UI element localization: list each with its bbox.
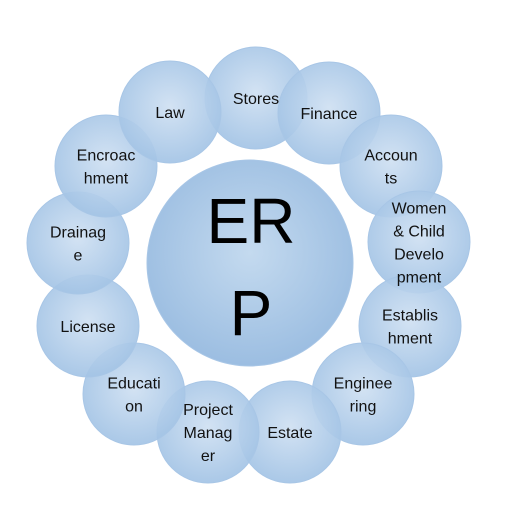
erp-center-circle: [146, 159, 354, 367]
module-label-drainage-line1: Drainag: [50, 225, 106, 242]
module-label-license-line1: License: [60, 319, 115, 336]
module-label-projectmanager-line3: er: [201, 448, 216, 465]
module-label-education-line1: Educati: [107, 376, 160, 393]
module-label-establishment-line1: Establis: [382, 308, 438, 325]
module-label-women-childdevelopment-line1: Women: [392, 201, 447, 218]
module-label-estate-line1: Estate: [267, 425, 312, 442]
module-label-women-childdevelopment-line2: & Child: [393, 224, 445, 241]
module-label-stores-line1: Stores: [233, 91, 279, 108]
module-label-women-childdevelopment-line4: pment: [397, 270, 442, 287]
module-label-encroachment-line1: Encroac: [77, 148, 136, 165]
module-label-women-childdevelopment-line3: Develo: [394, 247, 444, 264]
module-label-drainage-line2: e: [74, 248, 83, 265]
module-label-finance-line1: Finance: [301, 106, 358, 123]
module-label-encroachment-line2: hment: [84, 171, 129, 188]
module-label-education-line2: on: [125, 399, 143, 416]
module-circle-law: [118, 60, 222, 164]
module-label-accounts-line2: ts: [385, 171, 397, 188]
module-label-engineering-line1: Enginee: [334, 376, 393, 393]
erp-center-node: ER P: [146, 159, 354, 367]
erp-center-label-line1: ER: [207, 185, 296, 257]
erp-center-label-line2: P: [230, 277, 273, 349]
module-label-accounts-line1: Accoun: [364, 148, 417, 165]
module-label-law-line1: Law: [155, 105, 185, 122]
module-label-engineering-line2: ring: [350, 399, 377, 416]
module-label-projectmanager-line1: Project: [183, 402, 233, 419]
module-label-establishment-line2: hment: [388, 331, 433, 348]
module-label-projectmanager-line2: Manag: [184, 425, 233, 442]
